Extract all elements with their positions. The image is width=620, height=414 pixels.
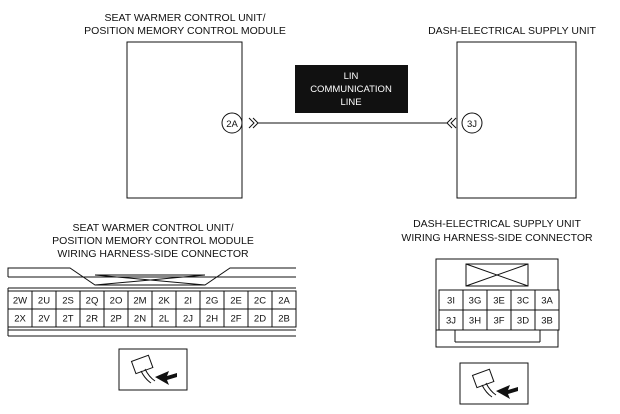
pin-cell (271, 308, 297, 328)
pin-label: 3E (493, 296, 505, 307)
left-unit-title-line: POSITION MEMORY CONTROL MODULE (84, 25, 286, 37)
left-connector-arrow (248, 117, 259, 129)
left-connector-title-line: WIRING HARNESS-SIDE CONNECTOR (57, 248, 249, 260)
pin-label: 2J (183, 314, 193, 325)
pin-label: 2C (254, 296, 266, 307)
pin-label: 3G (469, 296, 482, 307)
left-terminal-label: 2A (226, 119, 238, 130)
pin-label: 2G (206, 296, 219, 307)
pin-label: 2V (38, 314, 50, 325)
right-unit-title: DASH-ELECTRICAL SUPPLY UNIT (428, 25, 596, 37)
pin-label: 3F (493, 316, 504, 327)
connector-view-icon (118, 348, 188, 391)
right-connector-grid: 3I 3G 3E 3C 3A 3J 3H 3F 3D 3B (438, 289, 560, 331)
pin-label: 2I (184, 296, 192, 307)
connector-view-icon (459, 362, 529, 405)
left-unit-title: SEAT WARMER CONTROL UNIT/ POSITION MEMOR… (84, 12, 286, 37)
left-connector-title-line: SEAT WARMER CONTROL UNIT/ (72, 222, 233, 234)
pin-label: 3C (517, 296, 529, 307)
lin-label-box (295, 65, 408, 113)
pin-label: 2P (110, 314, 122, 325)
left-unit-title-line: SEAT WARMER CONTROL UNIT/ (104, 12, 265, 24)
lin-label: LIN COMMUNICATION LINE (310, 71, 392, 108)
pin-label: 3A (541, 296, 553, 307)
pin-cell (534, 309, 560, 331)
pin-label: 3J (446, 316, 456, 327)
right-connector-title-line: DASH-ELECTRICAL SUPPLY UNIT (413, 218, 581, 230)
pin-label: 3I (447, 296, 455, 307)
pin-label: 2T (62, 314, 73, 325)
left-terminal-circle (221, 112, 243, 134)
pin-label: 2L (159, 314, 170, 325)
pin-label: 2B (278, 314, 290, 325)
pin-label: 2A (278, 296, 290, 307)
pin-label: 2O (110, 296, 123, 307)
left-connector-grid: 2W 2U 2S 2Q 2O 2M 2K 2I 2G 2E 2C 2A 2X 2V 2T 2R 2P 2N 2L 2J… (7, 290, 297, 328)
lin-label-line: COMMUNICATION (310, 84, 392, 95)
pin-label: 2S (62, 296, 74, 307)
right-connector-arrow (446, 117, 457, 129)
right-connector-title: DASH-ELECTRICAL SUPPLY UNIT WIRING HARNE… (401, 218, 593, 244)
right-unit-box (456, 41, 577, 199)
pin-label: 2N (134, 314, 146, 325)
pin-label: 2E (230, 296, 242, 307)
left-connector-title: SEAT WARMER CONTROL UNIT/ POSITION MEMOR… (52, 222, 254, 260)
lin-label-line: LIN (344, 71, 359, 82)
pin-label: 3H (469, 316, 481, 327)
pin-label: 2D (254, 314, 266, 325)
right-terminal-circle (461, 112, 483, 134)
pin-label: 2M (133, 296, 146, 307)
pin-label: 2R (86, 314, 98, 325)
pin-label: 2X (14, 314, 26, 325)
right-connector-title-line: WIRING HARNESS-SIDE CONNECTOR (401, 232, 593, 244)
pin-label: 2K (158, 296, 170, 307)
pin-label: 2F (230, 314, 241, 325)
lin-label-line: LINE (340, 97, 361, 108)
pin-label: 2Q (86, 296, 99, 307)
left-connector-title-line: POSITION MEMORY CONTROL MODULE (52, 235, 254, 247)
pin-label: 2H (206, 314, 218, 325)
right-terminal-label: 3J (467, 119, 477, 130)
pin-label: 2U (38, 296, 50, 307)
pin-label: 3B (541, 316, 553, 327)
pin-label: 2W (13, 296, 27, 307)
pin-label: 3D (517, 316, 529, 327)
